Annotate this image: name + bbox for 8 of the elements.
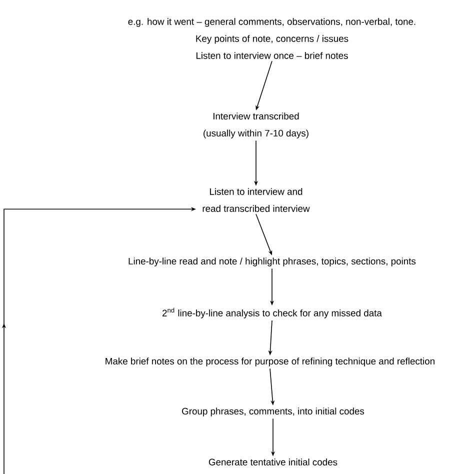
step-text: Line-by-line read and note / highlight phrases, topics, sections, points <box>128 258 416 266</box>
step-text: Listen to interview and read transcribed interview <box>202 188 310 212</box>
step-text: 2$^{nd}$ line-by-line analysis to check for any missed data <box>162 308 382 318</box>
step-text: e.g. how it went – general comments, observations, non-verbal, tone. Key points of note, concerns / issues Listen to interview once – brief notes <box>128 18 416 59</box>
step-text: Make brief notes on the process for purpose of refining technique and reflection <box>106 358 434 366</box>
step-text: Generate tentative initial codes <box>208 458 338 466</box>
step-text: Interview transcribed (usually within 7-10 days) <box>204 112 308 138</box>
step-text: Group phrases, comments, into initial codes <box>182 408 364 416</box>
